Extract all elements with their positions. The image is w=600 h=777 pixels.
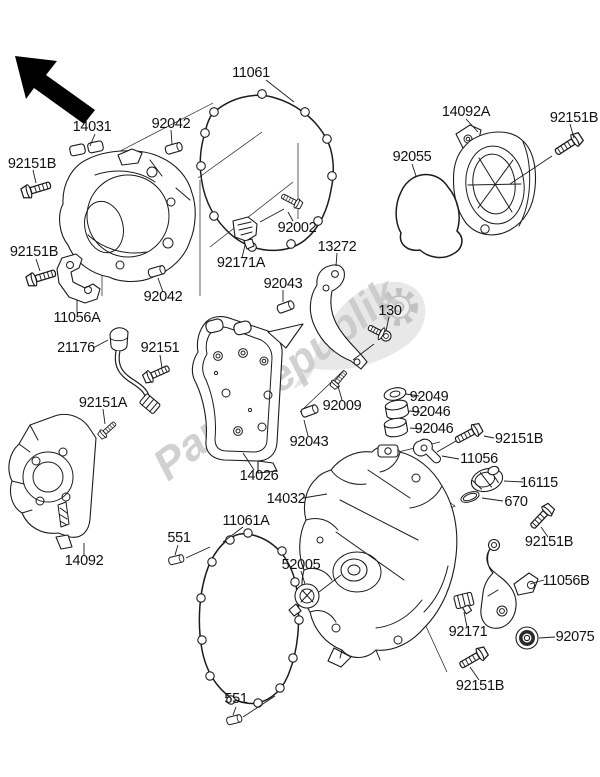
part-label-670: 670 — [504, 494, 528, 510]
part-label-11056B: 11056B — [542, 573, 589, 589]
part-21176-drawing — [109, 327, 161, 414]
part-14092A-drawing — [452, 124, 537, 236]
part-label-92075: 92075 — [556, 629, 595, 645]
part-92151B-bolt-left-2 — [24, 265, 58, 289]
part-14031-drawing — [59, 140, 196, 283]
part-label-92043-upper: 92043 — [264, 276, 303, 292]
part-label-92171A: 92171A — [217, 255, 266, 271]
part-92046-drawing-2 — [382, 416, 409, 439]
part-label-92009: 92009 — [323, 398, 362, 414]
part-label-92046-2: 92046 — [415, 421, 454, 437]
part-52005-drawing — [288, 583, 320, 617]
part-label-11056: 11056 — [460, 451, 498, 467]
part-label-11061: 11061 — [232, 65, 270, 81]
part-92009-bolt — [328, 368, 350, 391]
part-92151B-bolt-bottom — [456, 644, 491, 673]
part-label-14092: 14092 — [65, 553, 104, 569]
part-92151B-bolt-left-1 — [19, 177, 53, 201]
part-label-551-top: 551 — [167, 530, 191, 546]
part-92151A-bolt — [96, 419, 119, 441]
part-11056B-drawing — [480, 538, 539, 629]
part-label-551-bottom: 551 — [224, 691, 248, 707]
part-92151-bolt — [141, 361, 172, 386]
part-label-13272: 13272 — [318, 239, 357, 255]
part-label-92042-top: 92042 — [152, 116, 191, 132]
leader-lines — [32, 79, 575, 718]
part-92042-pin-top — [163, 141, 184, 156]
part-11056A-drawing — [56, 253, 101, 304]
part-92046-drawing-1 — [383, 398, 410, 421]
part-label-14032: 14032 — [267, 491, 306, 507]
part-92151B-bolt-right-mid — [526, 501, 557, 532]
part-14032-drawing — [299, 444, 458, 668]
part-label-14026: 14026 — [240, 468, 279, 484]
part-label-11061A: 11061A — [222, 513, 270, 529]
part-label-16115: 16115 — [520, 475, 558, 491]
part-92002-bolt — [279, 190, 305, 211]
part-label-92002: 92002 — [278, 220, 317, 236]
part-13272-drawing — [309, 264, 368, 370]
part-92049-drawing — [383, 387, 407, 401]
part-label-130: 130 — [378, 303, 402, 319]
part-label-92151B-left-1: 92151B — [8, 156, 56, 172]
part-92151B-bolt-mid-right — [452, 420, 485, 447]
part-label-14092A: 14092A — [442, 104, 491, 120]
part-14026-drawing — [191, 316, 304, 474]
part-label-92055: 92055 — [393, 149, 432, 165]
part-92043-pin-upper — [275, 299, 296, 315]
part-11061A-drawing — [196, 528, 304, 708]
part-label-92151B-mid-right: 92151B — [495, 431, 543, 447]
part-92171-drawing — [453, 591, 475, 615]
part-92055-drawing — [395, 173, 463, 259]
direction-arrow-icon — [15, 56, 95, 124]
watermark-swoosh-tail — [293, 361, 318, 389]
part-551-pin-top — [167, 553, 186, 566]
part-92075-drawing — [515, 626, 539, 650]
part-label-92046-1: 92046 — [412, 404, 451, 420]
part-14092-drawing — [8, 413, 97, 550]
part-label-92042-bottom: 92042 — [144, 289, 183, 305]
part-16115-drawing — [470, 465, 504, 493]
part-label-21176: 21176 — [57, 340, 95, 356]
part-label-92043-lower: 92043 — [290, 434, 329, 450]
part-551-pin-bottom — [225, 713, 244, 726]
part-label-11056A: 11056A — [53, 310, 101, 326]
part-label-92049: 92049 — [410, 389, 449, 405]
part-92171A-drawing — [232, 216, 258, 250]
part-92151B-bolt-top-right — [551, 130, 586, 160]
part-11056-drawing — [412, 438, 441, 464]
part-label-14031: 14031 — [73, 119, 112, 135]
part-label-52005: 52005 — [282, 557, 321, 573]
part-label-92151B-right-mid: 92151B — [525, 534, 573, 550]
part-670-drawing — [460, 491, 480, 503]
part-92043-pin-lower — [299, 403, 320, 419]
part-label-92151A: 92151A — [79, 395, 128, 411]
part-label-92151B-left-2: 92151B — [10, 244, 58, 260]
gear-icon — [380, 288, 418, 326]
part-label-92151: 92151 — [141, 340, 180, 356]
part-label-92171: 92171 — [449, 624, 488, 640]
part-label-92151B-top-right: 92151B — [550, 110, 598, 126]
part-label-92151B-bottom: 92151B — [456, 678, 504, 694]
